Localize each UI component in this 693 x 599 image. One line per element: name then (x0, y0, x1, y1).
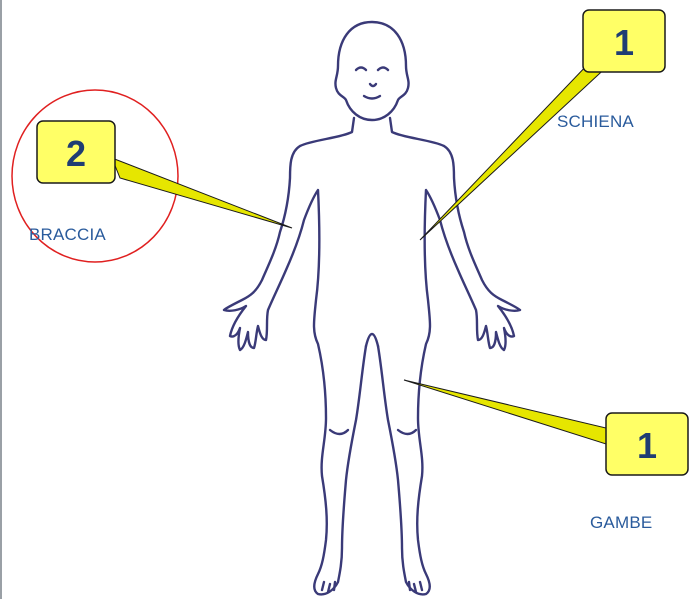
left-toes (322, 582, 335, 592)
callout-gambe: 1 (606, 413, 688, 475)
right-toes (409, 582, 422, 592)
callout-count: 1 (614, 22, 634, 63)
callout-count: 1 (637, 425, 657, 466)
left-knee (330, 430, 348, 434)
callout-count: 2 (66, 133, 86, 174)
head-outline (335, 22, 408, 120)
crotch-line (366, 334, 378, 346)
callout-braccia: 2 (37, 121, 115, 183)
right-knee (398, 430, 416, 434)
right-body-outline (378, 118, 520, 594)
braccia-pointer (112, 158, 292, 228)
left-body-outline (224, 118, 366, 594)
right-eye (378, 68, 388, 71)
gambe-pointer (404, 380, 606, 444)
label-schiena: SCHIENA (557, 112, 634, 132)
mouth (364, 96, 380, 99)
nose (370, 84, 376, 86)
callout-schiena: 1 (583, 10, 665, 72)
label-braccia: BRACCIA (29, 225, 106, 245)
left-eye (356, 68, 366, 71)
label-gambe: GAMBE (590, 513, 652, 533)
human-body-figure (224, 22, 520, 594)
